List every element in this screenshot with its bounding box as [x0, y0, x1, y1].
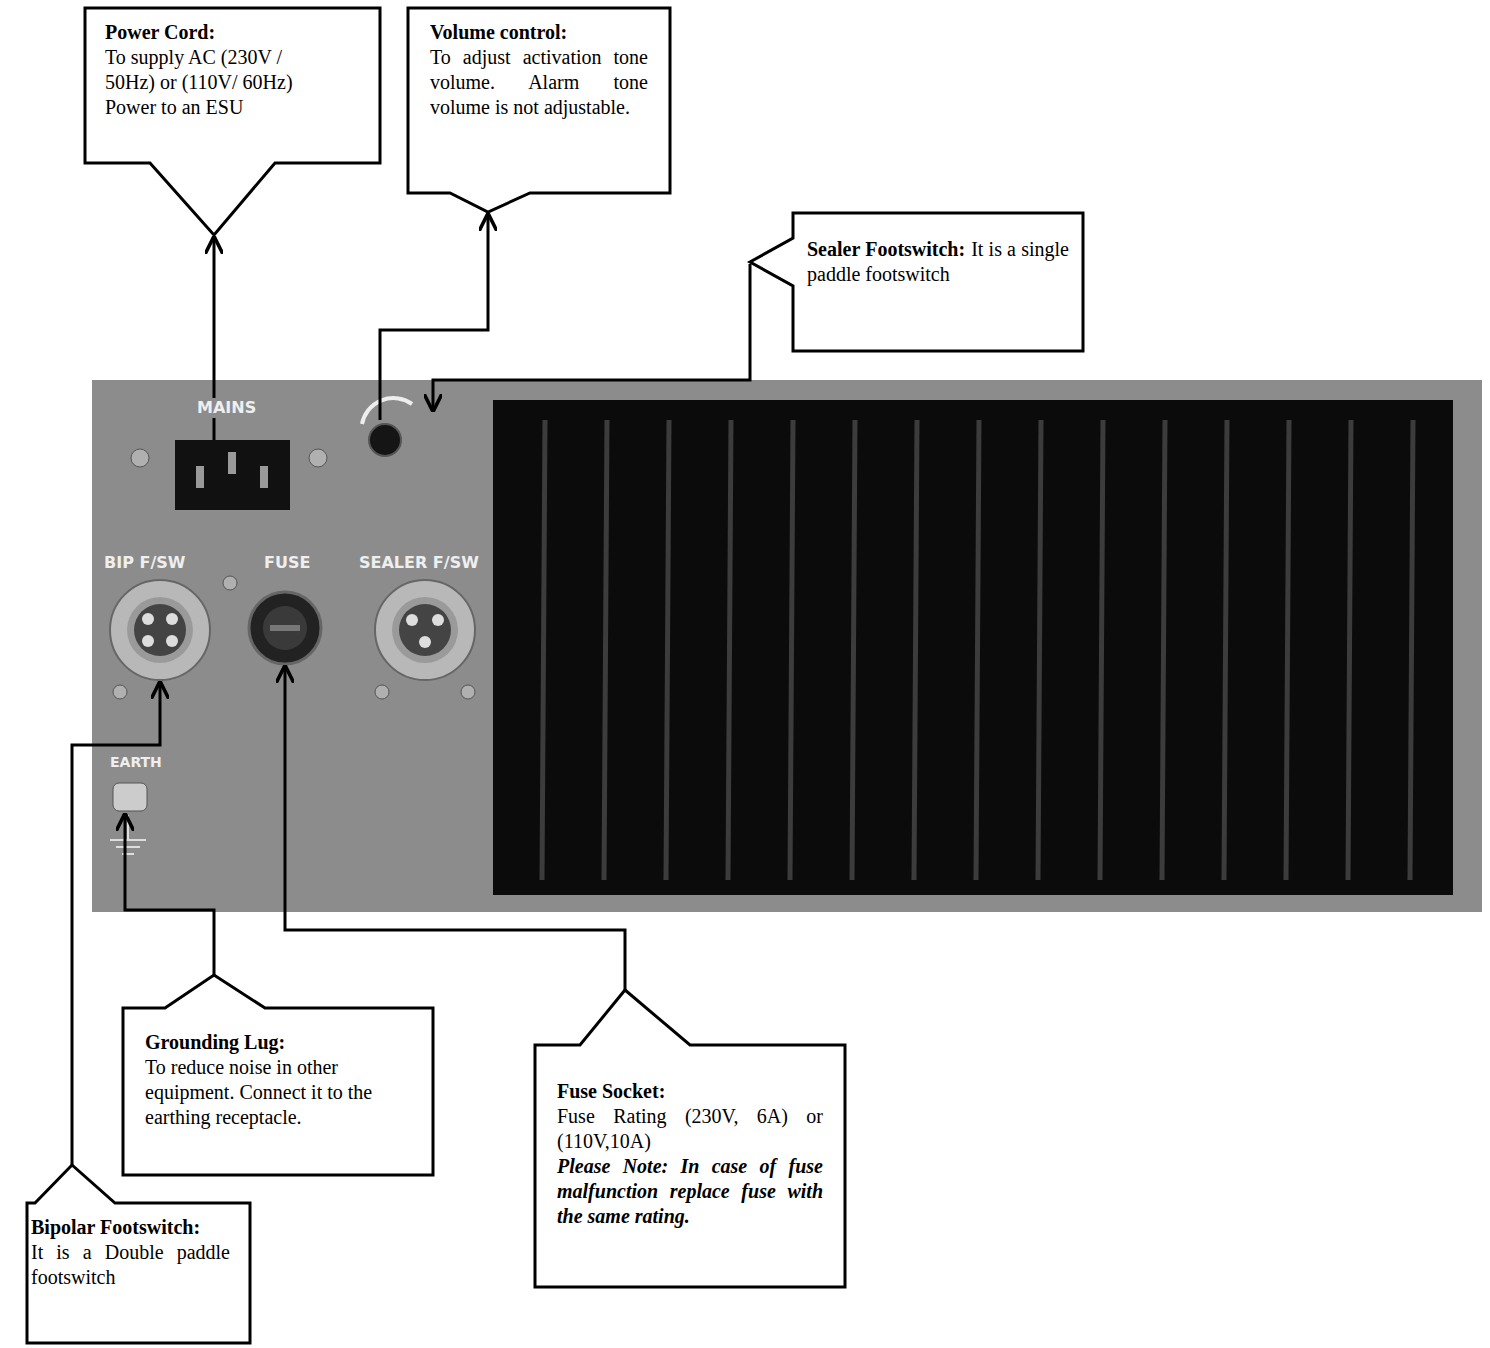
callout-outline: [750, 213, 1083, 351]
leader-line: [285, 667, 625, 990]
panel-label: BIP F/SW: [102, 553, 187, 573]
heatsink: [493, 400, 1453, 895]
callout-box: Grounding Lug:To reduce noise in other e…: [123, 1008, 433, 1175]
callout-body: Fuse Rating (230V, 6A) or (110V,10A): [557, 1104, 823, 1154]
panel-label: FUSE: [262, 553, 312, 573]
leader-line: [125, 815, 214, 975]
fuse-holder: [249, 592, 321, 664]
panel-label: EARTH: [108, 752, 164, 772]
volume-knob: [362, 398, 412, 456]
callout-heading: Power Cord:: [105, 20, 330, 45]
earth-lug: [110, 783, 147, 854]
callout-heading: Fuse Socket:: [557, 1079, 823, 1104]
callout-outline: [535, 990, 845, 1287]
callout-box: Power Cord:To supply AC (230V / 50Hz) or…: [85, 8, 380, 163]
sealer-connector: [375, 580, 475, 699]
mains-socket: [131, 440, 327, 510]
callout-heading: Grounding Lug:: [145, 1030, 411, 1055]
callout-box: Bipolar Footswitch:It is a Double paddle…: [27, 1203, 250, 1343]
callout-outline: [85, 8, 380, 235]
panel-label: MAINS: [195, 398, 258, 418]
callout-body: It is a Double paddle footswitch: [31, 1240, 230, 1290]
callout-outline: [27, 1165, 250, 1343]
callout-body: To supply AC (230V / 50Hz) or (110V/ 60H…: [105, 45, 330, 120]
callout-box: Sealer Footswitch:It is a single paddle …: [793, 213, 1083, 351]
heatsink-fins: [542, 420, 1413, 880]
callout-heading: Sealer Footswitch:: [807, 238, 965, 260]
callout-heading: Volume control:: [430, 20, 648, 45]
callout-box: Volume control:To adjust activation tone…: [408, 8, 670, 193]
panel-label: SEALER F/SW: [357, 553, 481, 573]
callout-outline: [408, 8, 670, 212]
callout-body: To adjust activation tone volume. Alarm …: [430, 45, 648, 120]
callout-outline: [123, 975, 433, 1175]
callout-body: To reduce noise in other equipment. Conn…: [145, 1055, 411, 1130]
bipolar-connector: [110, 576, 237, 699]
panel-plate: [92, 380, 1482, 912]
leader-line: [433, 264, 750, 410]
callout-box: Fuse Socket:Fuse Rating (230V, 6A) or (1…: [535, 1045, 845, 1287]
callout-heading: Bipolar Footswitch:: [31, 1215, 230, 1240]
callout-note: Please Note: In case of fuse malfunction…: [557, 1154, 823, 1229]
